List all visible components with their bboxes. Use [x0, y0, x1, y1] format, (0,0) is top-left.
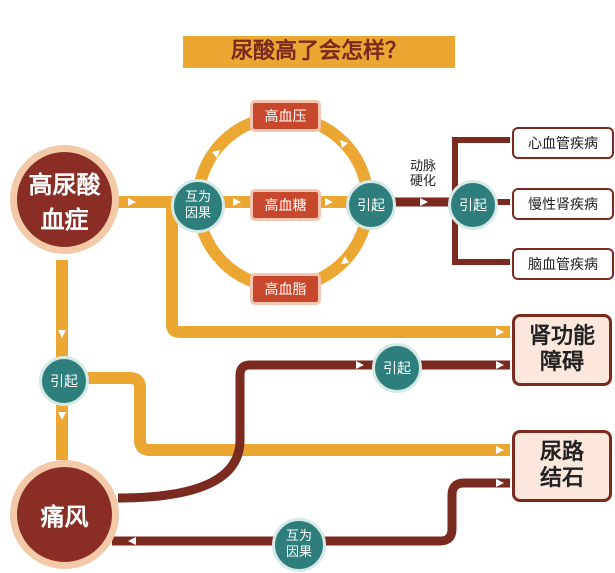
- arrow: [233, 198, 241, 206]
- node-brain-disease: 脑血管疾病: [512, 248, 614, 280]
- node-hyperlipidemia: 高血脂: [250, 273, 321, 305]
- mutual-cause-badge-2: 互为 因果: [272, 518, 326, 572]
- node-kidney-dysfunction: 肾功能 障碍: [512, 314, 612, 386]
- arrow: [496, 446, 504, 454]
- arrow: [325, 198, 333, 206]
- node-hyperuricemia: 高尿酸 血症: [10, 145, 119, 254]
- diagram-title: 尿酸高了会怎样？: [183, 36, 455, 68]
- atherosclerosis-label: 动脉 硬化: [409, 159, 436, 189]
- node-kidney-stones-label: 尿路 结石: [539, 439, 584, 491]
- node-heart-disease: 心血管疾病: [512, 127, 614, 159]
- mutual-cause-1-label: 互为 因果: [184, 190, 211, 221]
- arrow: [340, 140, 348, 148]
- gout-stones-link: [112, 478, 510, 546]
- node-hyperglycemia: 高血糖: [250, 189, 321, 221]
- node-hypertension: 高血压: [250, 100, 321, 132]
- arrow: [128, 198, 136, 206]
- arrow: [128, 537, 136, 545]
- mutual-cause-badge-1: 互为 因果: [171, 179, 225, 233]
- arrow: [341, 256, 349, 264]
- node-kidney-dysfunction-label: 肾功能 障碍: [528, 323, 595, 375]
- leads-to-badge-3: 引起: [39, 356, 89, 406]
- arrow: [496, 328, 504, 336]
- arrow: [58, 412, 66, 420]
- node-kidney-stones: 尿路 结石: [512, 430, 612, 502]
- leads-to-3-label: 引起: [50, 374, 78, 390]
- node-gout: 痛风: [10, 460, 119, 569]
- node-chronic-kidney: 慢性肾疾病: [512, 188, 614, 220]
- leads-to-2-label: 引起: [459, 198, 487, 214]
- arrow: [212, 150, 220, 158]
- arrow: [208, 258, 216, 266]
- node-gout-label: 痛风: [40, 503, 89, 531]
- mutual-cause-2-label: 互为 因果: [285, 529, 312, 560]
- arrow: [496, 479, 504, 487]
- leads-to-4-label: 引起: [383, 361, 411, 377]
- leads-to-1-label: 引起: [357, 198, 385, 214]
- hyperuricemia-to-kidney: [166, 205, 510, 338]
- hyperuricemia-to-stones: [75, 372, 510, 456]
- leads-to-badge-1: 引起: [346, 180, 396, 230]
- node-hyperuricemia-label: 高尿酸 血症: [28, 170, 101, 234]
- leads-to-badge-4: 引起: [372, 343, 422, 393]
- arrow: [420, 198, 428, 206]
- arrow: [496, 361, 504, 369]
- leads-to-badge-2: 引起: [448, 180, 498, 230]
- arrow: [58, 330, 66, 338]
- gout-to-kidney: [117, 360, 510, 503]
- arrow: [356, 361, 364, 369]
